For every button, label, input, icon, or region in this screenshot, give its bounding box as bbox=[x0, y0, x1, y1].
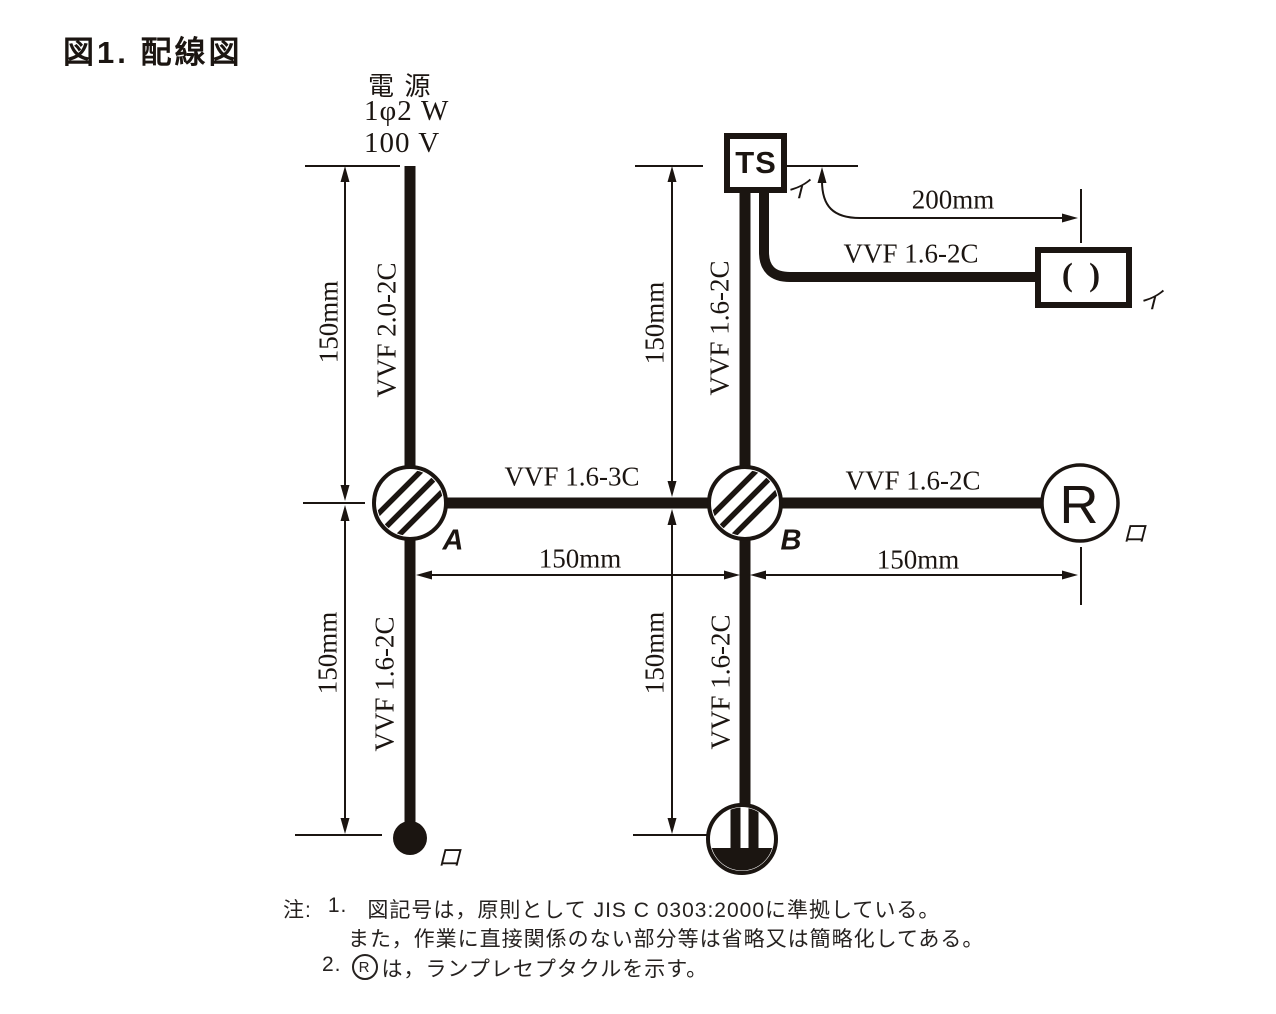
note-1-number: 1. bbox=[327, 894, 348, 917]
dim-label-a-to-b: 150mm bbox=[538, 543, 622, 574]
cable-label-outlet-leg: VVF 1.6-2C bbox=[705, 614, 736, 750]
lamp-receptacle-symbol bbox=[1040, 463, 1120, 543]
dim-label-left-upper: 150mm bbox=[313, 280, 344, 364]
cable-label-b-to-lamp: VVF 1.6-2C bbox=[845, 465, 981, 496]
ceiling-rosette-glyph: ( ) bbox=[1061, 257, 1105, 294]
timer-switch-box bbox=[724, 133, 787, 193]
note-2-text: は，ランプレセプタクルを示す。 bbox=[381, 958, 709, 981]
cable-label-a-to-b: VVF 1.6-3C bbox=[504, 461, 640, 492]
junction-a-label: A bbox=[442, 524, 464, 557]
power-phase-label: 1φ2 W bbox=[364, 95, 450, 127]
junction-box-a-symbol bbox=[372, 465, 448, 541]
note-line-3: 2. R は，ランプレセプタクルを示す。 bbox=[322, 953, 708, 983]
dim-b-to-lamp-150mm bbox=[750, 547, 1082, 605]
dim-label-200mm: 200mm bbox=[911, 184, 995, 215]
switch-dot-symbol bbox=[393, 821, 427, 855]
dim-label-mid-upper: 150mm bbox=[639, 281, 670, 365]
figure-title: 図1. 配線図 bbox=[63, 35, 243, 70]
dim-left-upper-150mm bbox=[303, 165, 400, 504]
circuit-tag-i-timer: イ bbox=[786, 177, 810, 204]
circled-r-icon: R bbox=[351, 954, 378, 980]
timer-switch-label: TS bbox=[735, 145, 777, 180]
note-2-number: 2. bbox=[322, 953, 342, 976]
note-line-2: また，作業に直接関係のない部分等は省略又は簡略化してある。 bbox=[348, 928, 985, 951]
cable-label-source: VVF 2.0-2C bbox=[371, 262, 402, 398]
ceiling-rosette-box bbox=[1035, 247, 1132, 308]
note-1-text: 図記号は，原則として JIS C 0303:2000に準拠している。 bbox=[367, 899, 941, 922]
circuit-tag-ro-lamp: ロ bbox=[1122, 521, 1146, 548]
dim-mid-upper-150mm bbox=[635, 165, 703, 497]
lamp-receptacle-letter: R bbox=[1059, 475, 1099, 535]
cable-label-switch-leg: VVF 1.6-2C bbox=[369, 616, 400, 752]
dim-label-mid-lower: 150mm bbox=[639, 611, 670, 695]
circuit-tag-i-ceiling: イ bbox=[1139, 288, 1163, 315]
dim-label-b-to-lamp: 150mm bbox=[876, 544, 960, 575]
dim-mid-lower-150mm bbox=[633, 509, 707, 836]
power-source-label: 電 源 bbox=[368, 72, 433, 101]
wall-outlet-symbol bbox=[706, 803, 778, 875]
dim-a-to-b-150mm bbox=[416, 570, 740, 580]
junction-b-label: B bbox=[780, 524, 802, 557]
note-prefix: 注: bbox=[283, 899, 312, 922]
dim-label-left-lower: 150mm bbox=[312, 611, 343, 695]
power-voltage-label: 100 V bbox=[364, 127, 441, 159]
circuit-tag-ro-switch: ロ bbox=[437, 845, 461, 872]
cable-label-timer-leg: VVF 1.6-2C bbox=[704, 260, 735, 396]
cable-timer-to-ceiling bbox=[759, 188, 1038, 282]
junction-box-b-symbol bbox=[707, 465, 783, 541]
dim-left-lower-150mm bbox=[295, 505, 382, 836]
dim-200mm-leader bbox=[787, 165, 1082, 243]
cable-label-timer-to-ceiling: VVF 1.6-2C bbox=[843, 238, 979, 269]
note-line-1: 注: 1. 図記号は，原則として JIS C 0303:2000に準拠している。 bbox=[283, 894, 940, 924]
